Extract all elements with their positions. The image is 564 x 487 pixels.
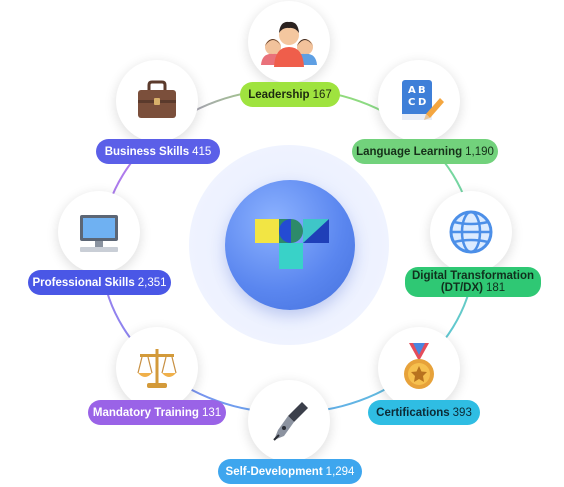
label-professional-skills[interactable]: Professional Skills 2,351 [28,270,171,295]
node-digital-transformation[interactable] [430,191,512,273]
certifications-name: Certifications [376,406,450,419]
node-language-learning[interactable]: A B C D [378,60,460,142]
globe-icon [449,210,493,254]
digital-transformation-name: Digital Transformation [411,270,535,282]
node-leadership[interactable] [248,1,330,83]
label-business-skills[interactable]: Business Skills 415 [96,139,220,164]
mandatory-training-name: Mandatory Training [92,406,199,419]
node-professional-skills[interactable] [58,191,140,273]
label-mandatory-training[interactable]: Mandatory Training 131 [88,400,226,425]
business-skills-name: Business Skills [104,145,190,158]
medal-icon [404,343,434,389]
certifications-count: 393 [452,406,472,419]
label-leadership[interactable]: Leadership 167 [240,82,340,107]
svg-text:A: A [408,85,416,96]
brand-logo [255,219,329,271]
computer-icon [80,215,118,252]
digital-transformation-subname: (DT/DX) [440,282,483,294]
node-certifications[interactable] [378,327,460,409]
scales-icon [137,349,177,388]
node-mandatory-training[interactable] [116,327,198,409]
label-self-development[interactable]: Self-Development 1,294 [218,459,362,484]
language-learning-name: Language Learning [356,145,463,158]
people-icon [261,21,317,67]
professional-skills-name: Professional Skills [32,276,135,289]
pen-icon [273,402,308,441]
language-learning-count: 1,190 [465,145,494,158]
self-development-count: 1,294 [325,465,355,478]
label-digital-transformation[interactable]: Digital Transformation (DT/DX)181 [405,267,541,297]
leadership-count: 167 [312,88,332,101]
briefcase-icon [138,80,176,118]
svg-text:D: D [418,97,426,108]
label-language-learning[interactable]: Language Learning 1,190 [352,139,498,164]
svg-text:B: B [418,85,426,96]
mandatory-training-count: 131 [201,406,222,419]
professional-skills-count: 2,351 [137,276,167,289]
digital-transformation-count: 181 [485,282,506,294]
business-skills-count: 415 [192,145,212,158]
self-development-name: Self-Development [225,465,323,478]
label-certifications[interactable]: Certifications 393 [368,400,480,425]
book-icon: A B C D [402,80,444,120]
node-self-development[interactable] [248,380,330,462]
svg-text:C: C [408,97,415,108]
leadership-name: Leadership [248,88,310,101]
node-business-skills[interactable] [116,60,198,142]
